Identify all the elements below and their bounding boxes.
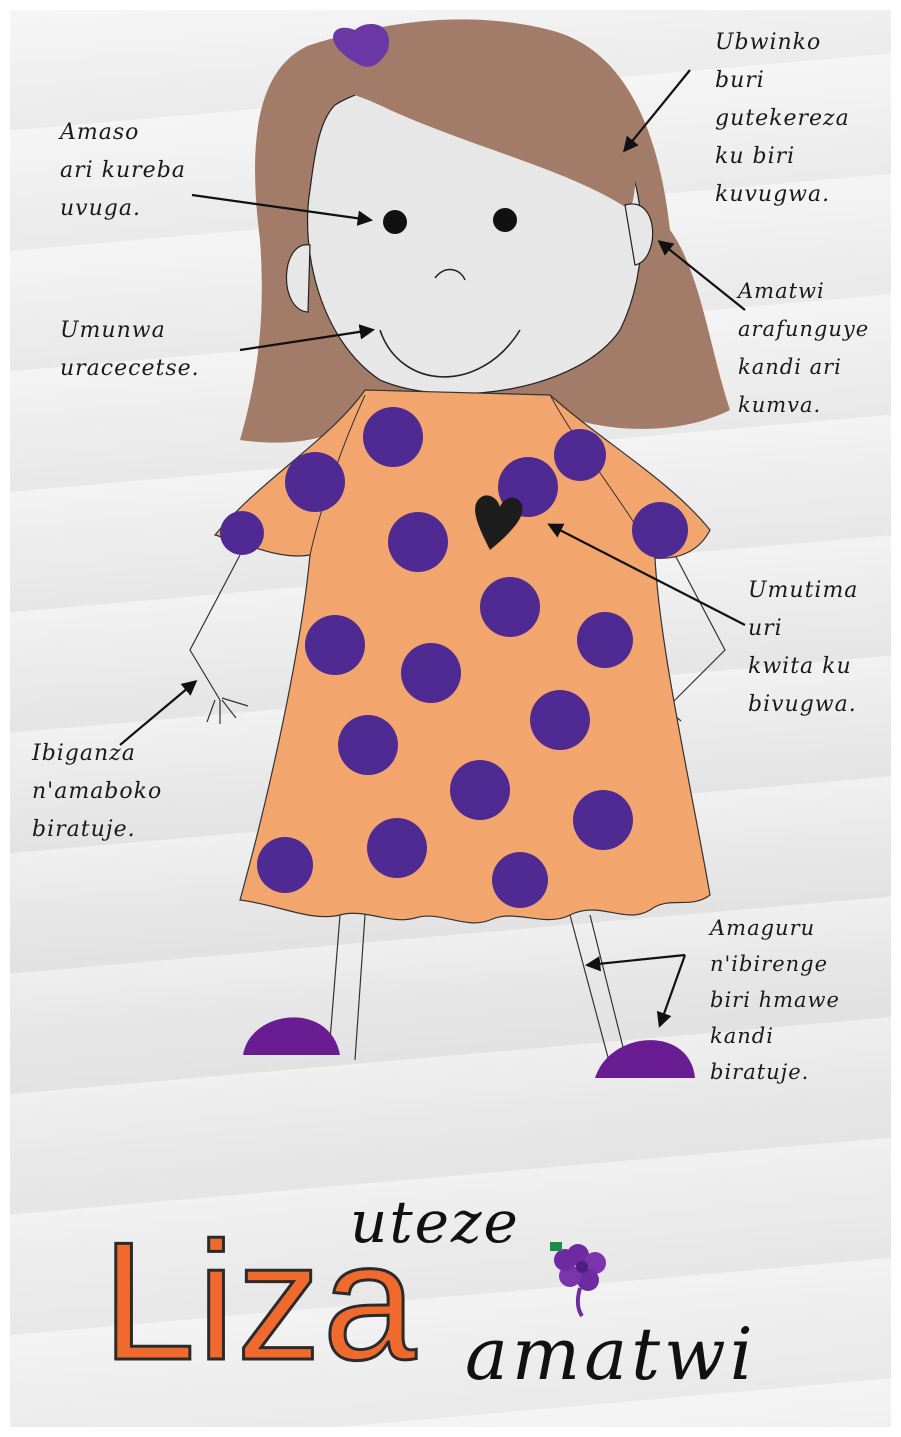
leg-left: [330, 915, 365, 1060]
label-hair: Ubwinko buri gutekereza ku biri kuvugwa.: [715, 24, 850, 214]
label-feet: Amaguru n'ibirenge biri hmawe kandi bira…: [710, 910, 840, 1090]
label-mouth: Umunwa uracecetse.: [60, 312, 200, 388]
label-eyes: Amaso ari kureba uvuga.: [60, 114, 186, 228]
arm-left: [190, 555, 240, 700]
eye-left: [383, 210, 407, 234]
label-ears: Amatwi arafunguye kandi ari kumva.: [738, 272, 869, 424]
shoe-left: [243, 1017, 340, 1055]
label-hands: Ibiganza n'amaboko biratuje.: [32, 735, 162, 849]
leg-right: [570, 915, 625, 1065]
shoe-right: [595, 1040, 695, 1078]
flower-icon: [550, 1242, 606, 1316]
arm-right: [665, 555, 725, 710]
title-verb: uteze: [350, 1188, 520, 1256]
poster: Amaso ari kureba uvuga. Ubwinko buri gut…: [10, 10, 891, 1427]
label-heart: Umutima uri kwita ku bivugwa.: [748, 572, 858, 724]
eye-right: [493, 208, 517, 232]
title-object: amatwi: [465, 1312, 757, 1396]
